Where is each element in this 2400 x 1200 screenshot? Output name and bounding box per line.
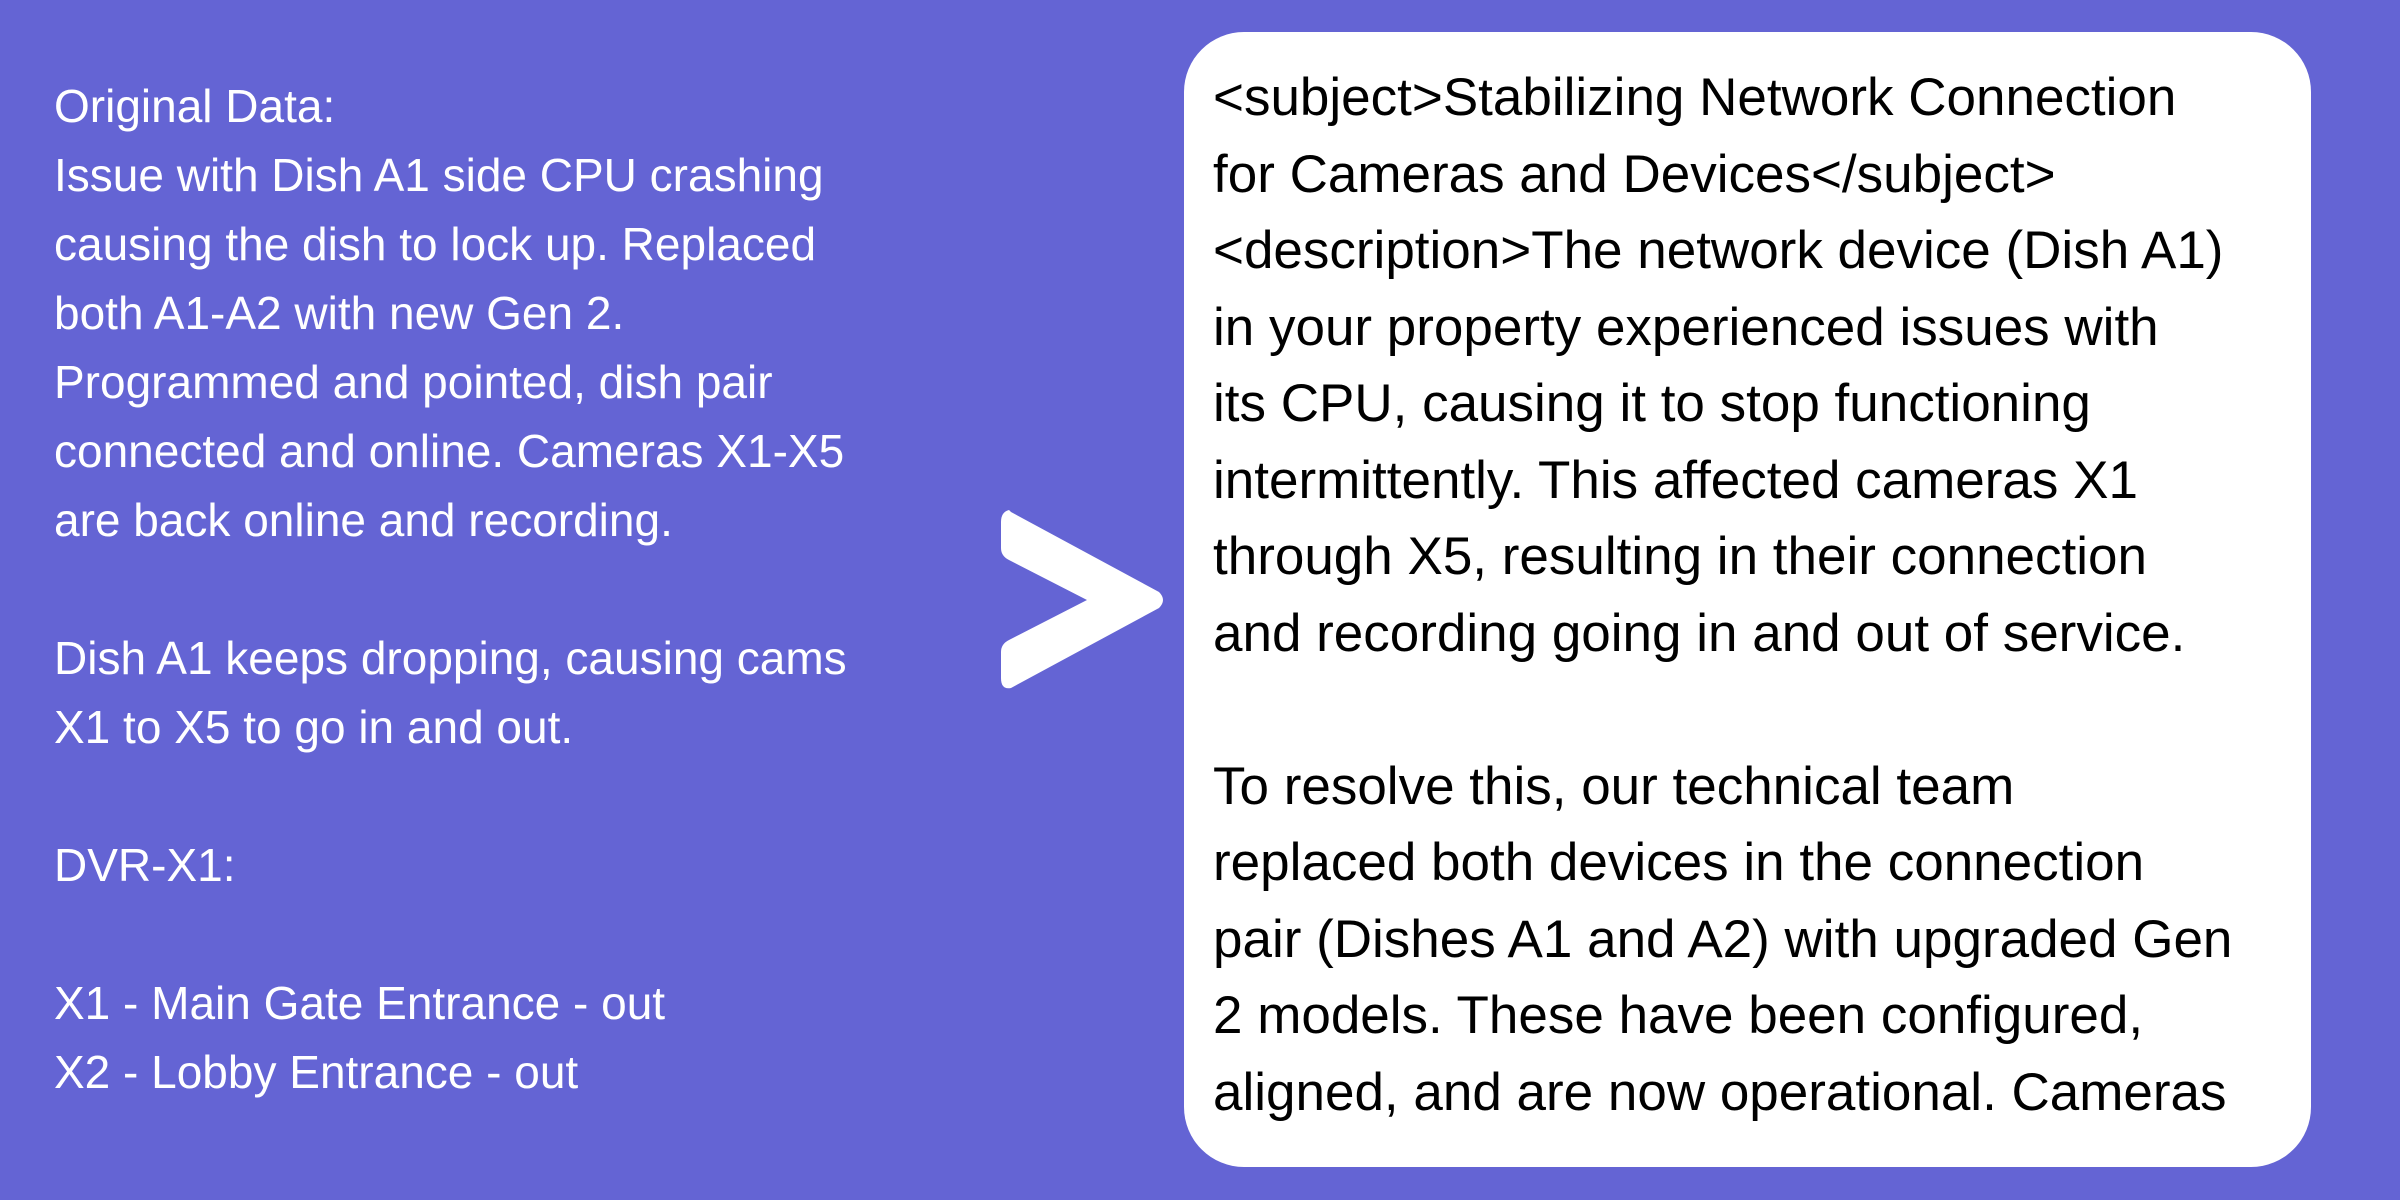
- output-card: <subject>Stabilizing Network Connection …: [1184, 32, 2311, 1167]
- generated-output-text: <subject>Stabilizing Network Connection …: [1213, 68, 2233, 1122]
- original-data-text: Original Data: Issue with Dish A1 side C…: [54, 80, 847, 1098]
- chevron-right-icon: [1001, 510, 1163, 689]
